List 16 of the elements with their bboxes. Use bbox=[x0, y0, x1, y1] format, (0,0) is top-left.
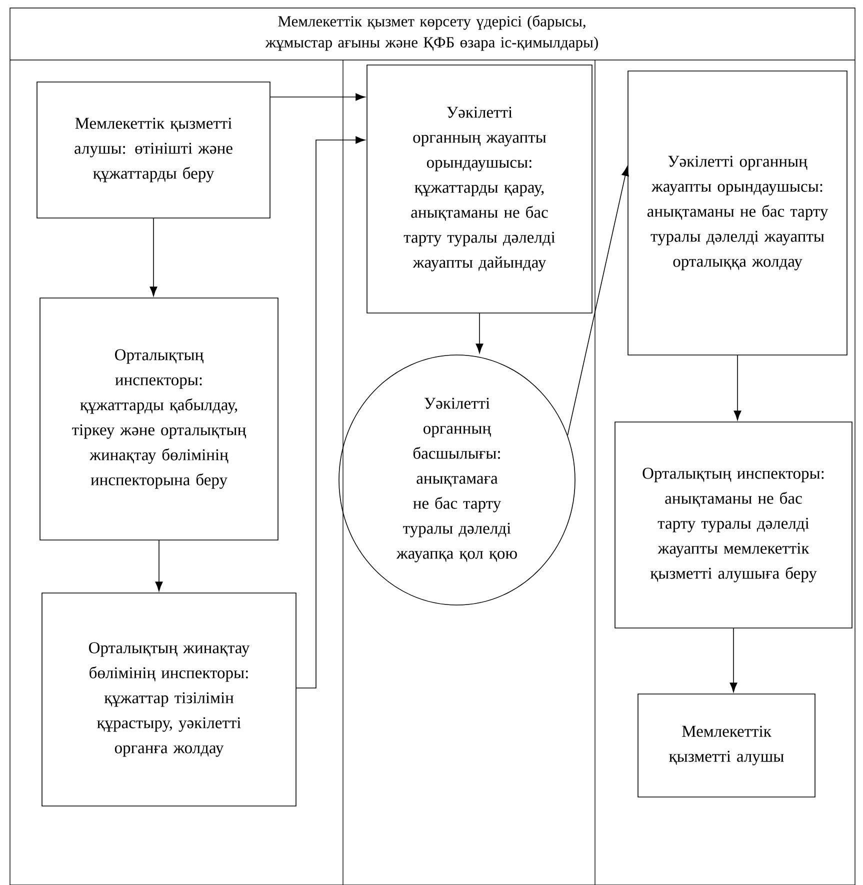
process-box: Орталықтың инспекторы: анықтаманы не бас тарту туралы дәлелді жауапты мемлекеттік қызметті алушыға беру bbox=[614, 422, 852, 628]
arrow bbox=[155, 540, 163, 592]
process-box: Уәкілетті органның жауапты орындаушысы: анықтаманы не бас тарту туралы дәлелді жауапты орталыққа жолдау bbox=[628, 70, 848, 356]
process-box: Орталықтың жинақтау бөлімінің инспекторы: құжаттар тізілімін құрастыру, уәкілетті органға жолдау bbox=[42, 592, 296, 806]
arrow bbox=[296, 136, 366, 688]
arrow bbox=[567, 166, 629, 436]
arrow bbox=[734, 355, 742, 420]
process-box: Мемлекеттік қызметті алушы bbox=[638, 694, 816, 798]
arrow bbox=[476, 313, 484, 354]
header-title: Мемлекеттік қызмет көрсету үдерісі (барысы, жұмыстар ағыны және ҚФБ өзара іс-қимылдары) bbox=[265, 15, 598, 51]
arrow bbox=[150, 218, 158, 296]
process-box: Мемлекеттік қызметті алушы: өтінішті және құжаттарды беру bbox=[36, 82, 270, 218]
process-box: Уәкілетті органның жауапты орындаушысы: құжаттарды қарау, анықтаманы не бас тарту туралы дәлелді жауапты дайындау bbox=[366, 64, 592, 314]
process-box: Орталықтың инспекторы: құжаттарды қабылдау, тіркеу және орталықтың жинақтау бөлімінің инспекторына беру bbox=[40, 298, 278, 540]
arrow bbox=[730, 628, 738, 692]
arrow bbox=[270, 93, 366, 101]
